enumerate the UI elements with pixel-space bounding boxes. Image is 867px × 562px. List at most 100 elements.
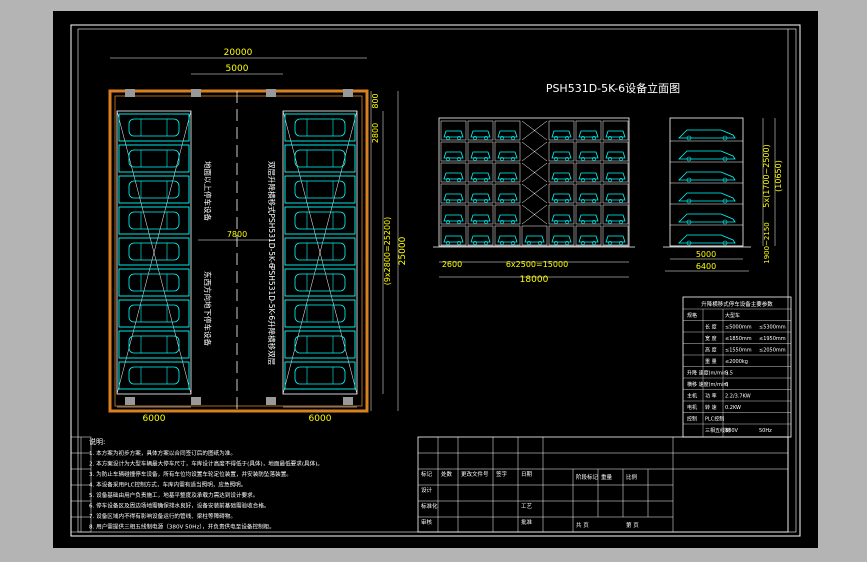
note-line: 4. 本设备采用PLC控制方式，车库内需有适当照明，应急照明。 bbox=[89, 481, 246, 489]
note-line: 8. 用户需提供三相五线制电源（380V 50Hz），并负责供电至设备控制柜。 bbox=[89, 523, 275, 531]
parking-stall bbox=[118, 361, 190, 390]
parking-pallet bbox=[548, 141, 575, 162]
spec-cell: 转 速 bbox=[705, 404, 717, 411]
spec-cell: ≤5300mm bbox=[759, 325, 786, 331]
outer-border bbox=[70, 24, 801, 537]
spec-cell: ≤1550mm bbox=[725, 348, 752, 354]
dim-aisle-mid: 7800 bbox=[227, 230, 247, 239]
parking-pallet bbox=[494, 141, 521, 162]
parking-stall bbox=[284, 268, 356, 297]
note-line: 2. 本方案设计为大型车辆最大停车尺寸，车库设计高度不得低于(具体)，地面最低要… bbox=[89, 460, 323, 468]
spec-cell: 三相五线制 bbox=[705, 427, 730, 434]
side-pallet bbox=[670, 150, 743, 163]
title-block-cell: 处数 bbox=[441, 470, 453, 478]
note-line: 1. 本方案为初步方案，具体方案以合同签订后的图纸为准。 bbox=[89, 449, 236, 457]
label-model-lower: PSH531D-5K-6升降横移双层 bbox=[267, 266, 277, 366]
note-line: 5. 设备基础由用户负责施工，地基平整度及承载力需达到设计要求。 bbox=[89, 491, 258, 499]
side-dim-height2: (10650) bbox=[774, 160, 783, 192]
parking-pallet bbox=[440, 162, 467, 183]
parking-pallet bbox=[467, 204, 494, 225]
parking-stall bbox=[118, 206, 190, 235]
dim-right-top: 800 bbox=[371, 93, 380, 108]
notes-block: 说明: 1. 本方案为初步方案，具体方案以合同签订后的图纸为准。 2. 本方案设计… bbox=[89, 437, 323, 531]
parking-pallet bbox=[440, 120, 467, 141]
spec-cell: 5.5 bbox=[725, 371, 733, 377]
label-underground: 东西方向地下停车设备 bbox=[203, 271, 213, 346]
notes-heading: 说明: bbox=[89, 437, 105, 446]
spec-cell: 功 率 bbox=[705, 393, 717, 400]
side-pallet bbox=[670, 171, 743, 184]
parking-pallet bbox=[467, 120, 494, 141]
parking-pallet bbox=[548, 162, 575, 183]
spec-cell: 电机 bbox=[687, 404, 697, 411]
note-line: 7. 设备区域内不得有影响设备运行的管线、梁柱等障碍物。 bbox=[89, 512, 236, 520]
spec-cell: 6 bbox=[725, 382, 728, 388]
parking-pallet bbox=[467, 225, 494, 246]
title-block-cell: 比例 bbox=[626, 473, 638, 481]
cad-drawing-sheet[interactable]: 20000 5000 7800 6000 6000 800 2800 (9x28… bbox=[53, 11, 818, 548]
revision-strip bbox=[70, 436, 92, 533]
parking-pallet bbox=[575, 162, 602, 183]
parking-stall bbox=[284, 237, 356, 266]
spec-cell: 规格 bbox=[687, 312, 697, 319]
spec-cell: 长 度 bbox=[705, 324, 717, 331]
spec-cell: ≤1850mm bbox=[725, 336, 752, 342]
lift-shaft-bay bbox=[521, 204, 548, 225]
title-block-cell: 更改文件号 bbox=[461, 470, 489, 478]
parking-stall bbox=[118, 268, 190, 297]
title-block-cell: 阶段标记 bbox=[576, 473, 599, 481]
plan-view: 20000 5000 7800 6000 6000 800 2800 (9x28… bbox=[108, 48, 408, 424]
spec-cell: 50Hz bbox=[759, 428, 772, 434]
spec-cell: 控制 bbox=[687, 416, 697, 423]
title-block-cell: 工艺 bbox=[521, 503, 533, 510]
spec-cell: 横移 速度(m/min) bbox=[687, 381, 729, 388]
spec-cell: 宽 度 bbox=[705, 335, 717, 342]
left-stall-block bbox=[116, 110, 192, 395]
dim-right-bottom: 6000 bbox=[309, 414, 332, 424]
side-dim-d1: 5000 bbox=[696, 250, 716, 259]
parking-pallet bbox=[494, 183, 521, 204]
title-block-cell: 设计 bbox=[421, 486, 433, 494]
label-model-upper: 双层升降横移式PSH531D-5K-6 bbox=[267, 161, 277, 268]
lift-shaft-bay bbox=[521, 141, 548, 162]
side-pallet bbox=[670, 234, 743, 247]
label-above-ground: 地面以上停车设备 bbox=[203, 161, 213, 221]
side-pallet bbox=[670, 213, 743, 226]
dim-right-mid: 2800 bbox=[371, 123, 380, 143]
title-block-cell: 审核 bbox=[421, 518, 433, 526]
parking-pallet bbox=[467, 162, 494, 183]
spec-cell: ≤2000kg bbox=[725, 359, 748, 365]
parking-pallet bbox=[467, 141, 494, 162]
dim-total-width: 20000 bbox=[224, 48, 253, 58]
parking-stall bbox=[118, 299, 190, 328]
dim-right-inner: (9x2800=25200) bbox=[383, 217, 392, 286]
parking-pallet bbox=[575, 120, 602, 141]
front-dim-total: 18000 bbox=[520, 275, 549, 285]
spec-cell: 大型车 bbox=[725, 312, 740, 319]
title-block-cell: 第 页 bbox=[626, 521, 639, 529]
spec-cell: PLC控制 bbox=[705, 416, 724, 423]
parking-pallet bbox=[494, 162, 521, 183]
parking-pallet bbox=[575, 141, 602, 162]
spec-cell: ≤1950mm bbox=[759, 336, 786, 342]
note-line: 6. 停车设备区及周边场地需确保排水良好，设备安装前基础需验收合格。 bbox=[89, 502, 270, 510]
note-line: 3. 为防止车辆碰撞停车设备，所有车位均设置车轮定位装置，并安装防坠落装置。 bbox=[89, 470, 292, 478]
title-block-cell: 日期 bbox=[521, 471, 533, 478]
parking-stall bbox=[118, 330, 190, 359]
lift-shaft-bay bbox=[521, 183, 548, 204]
parking-pallet bbox=[548, 204, 575, 225]
side-dim-d2: 6400 bbox=[696, 262, 716, 271]
spec-cell: 升降 速度(m/min) bbox=[687, 370, 729, 377]
parking-pallet bbox=[548, 120, 575, 141]
parking-stall bbox=[118, 113, 190, 142]
elevation-title: PSH531D-5K-6设备立面图 bbox=[546, 81, 680, 95]
front-elevation: 2600 6x2500=15000 18000 bbox=[433, 117, 635, 285]
parking-pallet bbox=[575, 204, 602, 225]
lift-shaft-bay bbox=[521, 120, 548, 141]
spec-table: 升降横移式停车设备主要参数 规格大型车长 度≤5000mm≤5300mm宽 度≤… bbox=[682, 296, 792, 438]
parking-pallet bbox=[548, 225, 575, 246]
spec-cell: 0.2KW bbox=[725, 405, 741, 411]
dim-aisle-top: 5000 bbox=[226, 64, 249, 74]
side-dim-pit: 1900~2150 bbox=[763, 222, 771, 264]
parking-stall bbox=[284, 299, 356, 328]
